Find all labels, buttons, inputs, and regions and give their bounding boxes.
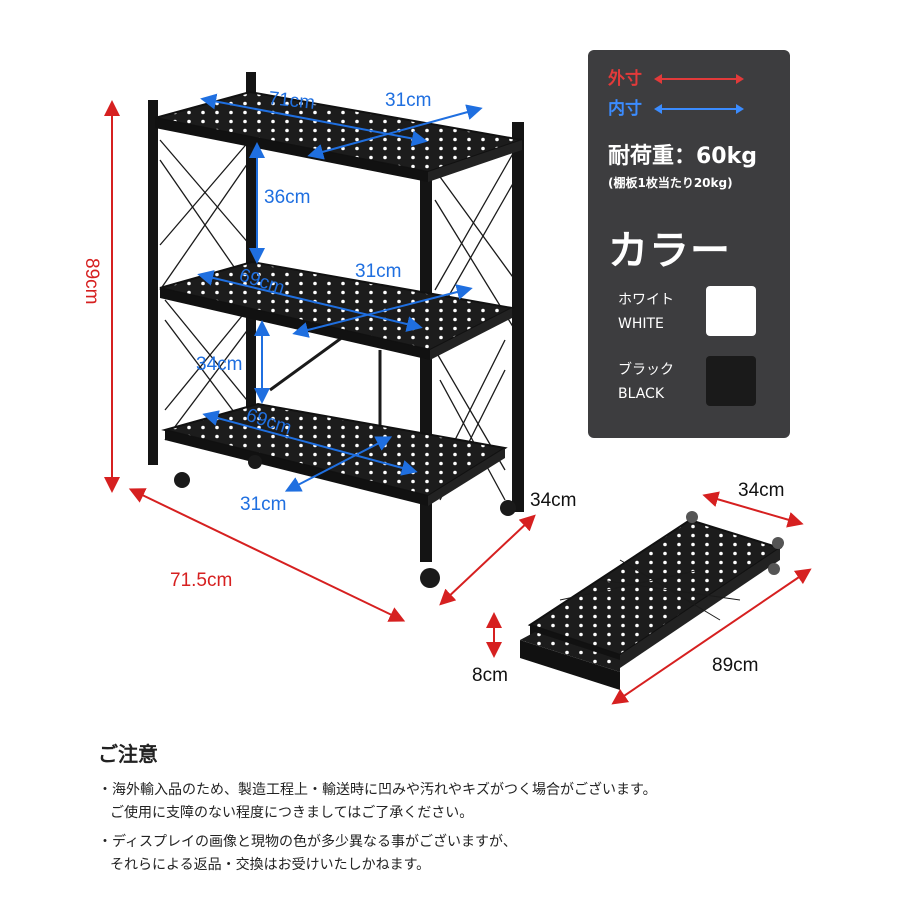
outer-size-label: 外寸 (608, 69, 642, 89)
black-label-en: BLACK (618, 386, 665, 402)
middle-depth-label: 31cm (355, 261, 401, 282)
rack-illustration (148, 72, 524, 588)
shelves (154, 90, 523, 506)
lower-gap-label: 34cm (196, 354, 242, 375)
note-line: ・ディスプレイの画像と現物の色が多少異なる事がございますが、 (98, 834, 517, 850)
note-line: ご使用に支障のない程度につきましてはご了承ください。 (110, 805, 474, 821)
outer-dimension-arrows (104, 100, 812, 705)
folded-length-label: 89cm (712, 655, 758, 676)
load-capacity: 耐荷重：60kg (608, 144, 757, 169)
inner-size-label: 内寸 (608, 99, 642, 119)
outer-height-label: 89cm (81, 258, 102, 304)
note-item: ・ディスプレイの画像と現物の色が多少異なる事がございますが、 それらによる返品・… (98, 831, 878, 877)
notes-title: ご注意 (98, 742, 158, 766)
product-diagram: 89cm 71.5cm 34cm 71cm 31cm 36cm 69cm 31c… (81, 72, 812, 705)
top-width-label: 71cm (267, 88, 315, 114)
inner-size-arrow-icon (653, 104, 744, 114)
notes-section: ご注意 ・海外輸入品のため、製造工程上・輸送時に凹みや汚れやキズがつく場合がござ… (98, 738, 878, 883)
spec-panel: 外寸 内寸 耐荷重：60kg (棚板1枚当たり20kg) カラー ホワイト WH… (588, 50, 790, 438)
white-color-swatch (706, 286, 756, 336)
inner-dimension-arrows (197, 93, 483, 492)
outer-size-legend: 外寸 (608, 64, 744, 89)
top-depth-label: 31cm (385, 90, 431, 111)
outer-size-arrow-icon (653, 74, 744, 84)
color-heading: カラー (608, 228, 731, 274)
folded-height-label: 8cm (472, 665, 508, 686)
upper-gap-label: 36cm (264, 187, 310, 208)
load-capacity-note: (棚板1枚当たり20kg) (608, 176, 733, 190)
inner-size-legend: 内寸 (608, 94, 744, 119)
note-item: ・海外輸入品のため、製造工程上・輸送時に凹みや汚れやキズがつく場合がございます。… (98, 779, 878, 825)
black-color-label: ブラック BLACK (618, 358, 674, 406)
bottom-depth-label: 31cm (240, 494, 286, 515)
outer-depth-label: 34cm (530, 490, 576, 511)
white-label-ja: ホワイト (618, 292, 674, 308)
white-color-label: ホワイト WHITE (618, 288, 674, 336)
note-line: それらによる返品・交換はお受けいたしかねます。 (110, 857, 431, 873)
note-line: ・海外輸入品のため、製造工程上・輸送時に凹みや汚れやキズがつく場合がございます。 (98, 782, 657, 798)
black-color-swatch (706, 356, 756, 406)
black-label-ja: ブラック (618, 362, 674, 378)
outer-width-label: 71.5cm (170, 570, 232, 591)
white-label-en: WHITE (618, 316, 664, 332)
folded-depth-label: 34cm (738, 480, 784, 501)
